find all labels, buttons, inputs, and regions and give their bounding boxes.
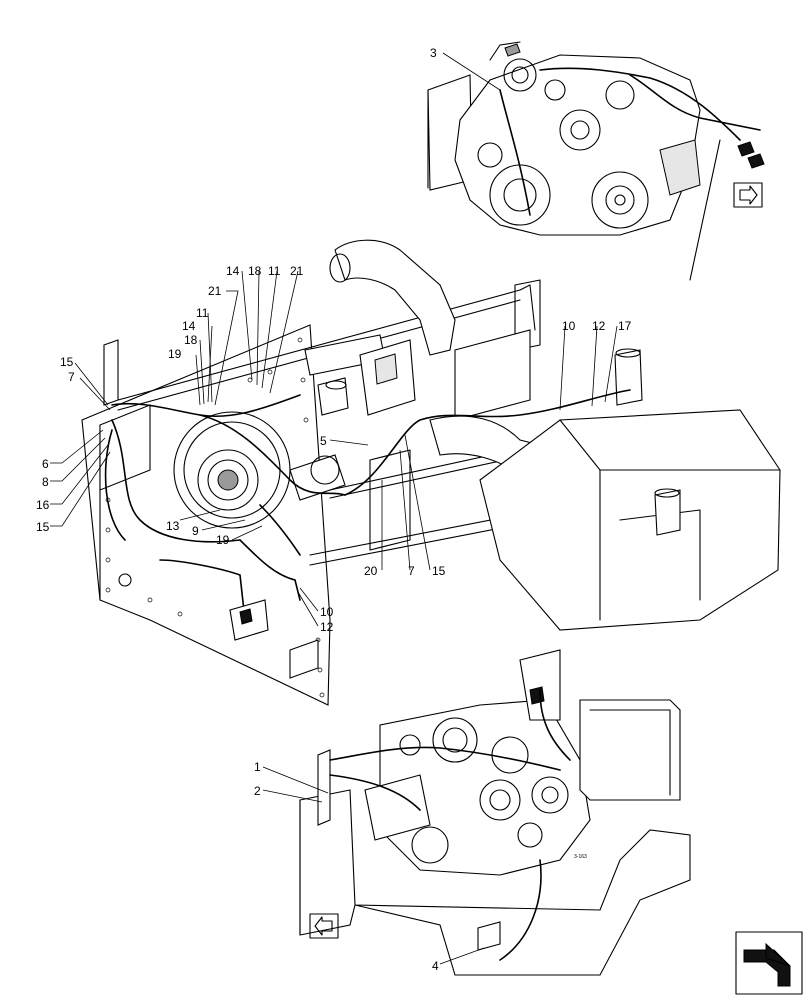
callout-18-a: 18 <box>248 264 262 278</box>
callout-16: 16 <box>36 498 50 512</box>
callout-12-upper: 12 <box>592 319 606 333</box>
callout-19-a: 19 <box>168 347 182 361</box>
svg-text:3-163: 3-163 <box>574 854 587 860</box>
callout-4: 4 <box>432 959 439 973</box>
callout-15-lower: 15 <box>36 520 50 534</box>
callout-6: 6 <box>42 457 49 471</box>
main-assembly-view <box>81 239 781 706</box>
arrow-left-icon <box>309 913 339 939</box>
callout-20: 20 <box>364 564 378 578</box>
callout-13: 13 <box>166 519 180 533</box>
bottom-engine-view: 3-163 <box>299 649 691 976</box>
callout-3: 3 <box>430 46 437 60</box>
arrow-right-icon <box>733 182 763 208</box>
callout-21-a: 21 <box>208 284 222 298</box>
callout-11-a: 11 <box>268 264 281 278</box>
callout-14-a: 14 <box>226 264 240 278</box>
callout-15-upper: 15 <box>60 355 74 369</box>
callout-5: 5 <box>320 434 327 448</box>
callout-12-lower: 12 <box>320 620 334 634</box>
callout-19-b: 19 <box>216 533 230 547</box>
callout-10-lower: 10 <box>320 605 334 619</box>
callout-7-left: 7 <box>68 370 75 384</box>
callout-11-b: 11 <box>196 306 209 320</box>
callout-18-b: 18 <box>184 333 198 347</box>
callout-9: 9 <box>192 524 199 538</box>
callout-labels: 3 15 7 6 8 16 15 21 14 18 11 21 14 11 18… <box>36 46 632 973</box>
callout-8: 8 <box>42 475 49 489</box>
callout-1: 1 <box>254 760 261 774</box>
top-engine-view <box>427 41 765 281</box>
callout-21-b: 21 <box>290 264 304 278</box>
callout-17: 17 <box>618 319 632 333</box>
corner-arrow-icon <box>735 931 803 995</box>
callout-14-b: 14 <box>182 319 196 333</box>
callout-7-mid: 7 <box>408 564 415 578</box>
callout-15-mid: 15 <box>432 564 446 578</box>
leader-lines <box>50 52 618 965</box>
callout-10-upper: 10 <box>562 319 576 333</box>
callout-2: 2 <box>254 784 261 798</box>
